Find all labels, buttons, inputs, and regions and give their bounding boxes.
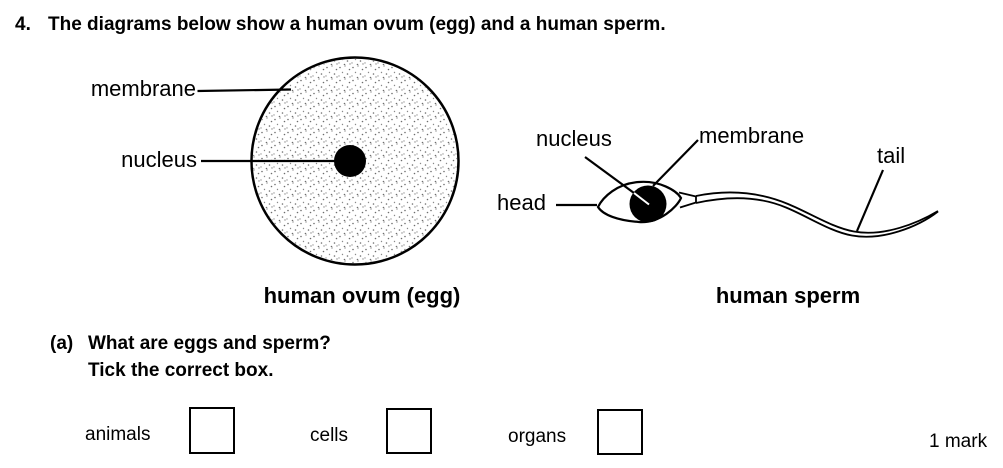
part-a-instruction: Tick the correct box.: [88, 360, 274, 381]
tick-box-organs[interactable]: [597, 409, 643, 455]
question-number: 4.: [15, 14, 31, 35]
part-a-question: What are eggs and sperm?: [88, 333, 331, 354]
ovum-membrane-leader-line: [197, 88, 292, 93]
sperm-nucleus-label: nucleus: [536, 126, 612, 151]
sperm-membrane-leader-line: [652, 139, 699, 187]
option-label-animals: animals: [85, 424, 151, 445]
option-label-cells: cells: [310, 425, 349, 446]
sperm-membrane-label: membrane: [699, 123, 805, 148]
sperm-caption: human sperm: [715, 283, 861, 308]
marks-label: 1 mark: [929, 431, 988, 452]
sperm-nucleus-leader-line-inner: [633, 192, 650, 206]
option-label-organs: organs: [508, 426, 567, 447]
ovum-diagram: [197, 56, 460, 266]
sperm-diagram: [556, 139, 939, 238]
sperm-tail-top-line: [695, 191, 939, 234]
ovum-nucleus-label: nucleus: [121, 147, 197, 172]
ovum-membrane-label: membrane: [90, 76, 196, 101]
sperm-tail-bottom-line: [695, 197, 939, 238]
part-a-label: (a): [50, 333, 74, 354]
tick-box-cells[interactable]: [386, 408, 432, 454]
sperm-midpiece: [678, 191, 697, 209]
sperm-tail-label: tail: [877, 143, 906, 168]
sperm-nucleus-leader-line: [584, 156, 635, 194]
ovum-nucleus-dot: [334, 145, 366, 177]
sperm-head-label: head: [497, 190, 546, 215]
question-intro-text: The diagrams below show a human ovum (eg…: [48, 14, 666, 35]
tick-box-animals[interactable]: [189, 407, 235, 454]
sperm-tail-leader-line: [855, 169, 885, 232]
ovum-caption: human ovum (egg): [263, 283, 461, 308]
